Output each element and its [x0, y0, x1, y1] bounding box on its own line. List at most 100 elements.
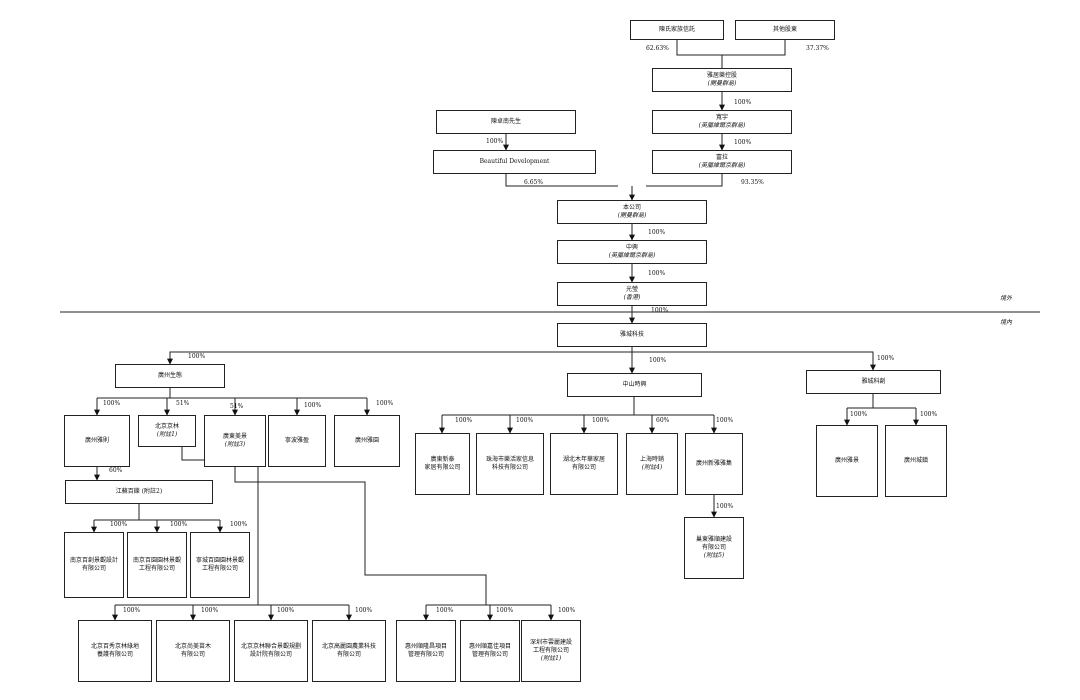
ownership-percentage: 100%: [592, 417, 610, 424]
entity-name: 有限公司: [701, 543, 726, 551]
entity-jurisdiction: (英屬維爾京群島): [698, 162, 746, 169]
entity-yacheng-holdings: 雅居樂控股(開曼群島): [652, 68, 792, 92]
ownership-percentage: 100%: [496, 607, 514, 614]
ownership-percentage: 100%: [716, 503, 734, 510]
entity-name: 管理有限公司: [471, 651, 508, 658]
entity-name: 廣東新泰: [430, 455, 455, 463]
entity-name: 其他股東: [772, 25, 797, 33]
region-label-onshore: 境內: [1000, 319, 1013, 326]
ownership-percentage: 100%: [734, 139, 752, 146]
entity-bj-jinglin-plan: 北京京林聯合景觀規劃設計院有限公司: [234, 620, 308, 682]
entity-yacheng-tech: 雅城科技: [557, 323, 707, 347]
entity-ningcheng-garden: 寧城百園園林景觀工程有限公司: [190, 532, 250, 598]
entity-ningbo: 寧波雅盈: [268, 415, 326, 467]
ownership-percentage: 93.35%: [741, 179, 764, 186]
ownership-percentage: 100%: [486, 138, 504, 145]
entity-huizhou-shunlong: 惠州順隆昌項目管理有限公司: [396, 620, 456, 682]
entity-name: 南京百園園林景觀: [132, 556, 181, 564]
ownership-percentage: 100%: [716, 417, 734, 424]
entity-nanjing-garden: 南京百園園林景觀工程有限公司: [127, 532, 187, 598]
entity-name: 廣州雅則: [84, 436, 109, 444]
entity-jurisdiction: (附註1): [156, 431, 178, 438]
entity-jurisdiction: (香港): [623, 294, 641, 301]
entity-name: 管理有限公司: [407, 651, 444, 658]
entity-name: 深圳市雲麗建設: [529, 638, 572, 646]
entity-name: 科技有限公司: [491, 464, 528, 471]
entity-name: 有限公司: [180, 651, 205, 658]
ownership-percentage: 51%: [176, 400, 190, 407]
ownership-percentage: 100%: [376, 400, 394, 407]
entity-name: 江蘇百鑠 (附註2): [115, 487, 163, 495]
entity-guangdong-mei: 廣東美景(附註3): [204, 415, 266, 467]
entity-guangzhou-yayuan: 廣州雅園: [334, 415, 400, 467]
ownership-percentage: 51%: [230, 403, 244, 410]
ownership-percentage: 100%: [734, 99, 752, 106]
ownership-percentage: 100%: [850, 411, 868, 418]
entity-yacheng-tech2: 雅城科創: [806, 370, 941, 394]
entity-name: 工程有限公司: [201, 565, 238, 572]
entity-name: 廣州生態: [157, 371, 182, 379]
entity-name: 北京京林聯合景觀規劃: [240, 642, 301, 650]
entity-jurisdiction: (附註5): [703, 552, 725, 560]
connector-mei-route: [234, 467, 487, 605]
entity-name: 中山時興: [622, 380, 647, 388]
entity-fuli: 富拉(英屬維爾京群島): [652, 150, 792, 174]
ownership-percentage: 100%: [110, 521, 128, 528]
connector-bd: [505, 174, 618, 187]
ownership-percentage: 100%: [920, 411, 938, 418]
entity-nanjing-design: 南京百創景觀設計有限公司: [64, 532, 124, 598]
entity-name: 養護有限公司: [96, 651, 133, 658]
entity-jurisdiction: (附註1): [540, 655, 562, 663]
entity-name: 惠州順嘉佳項目: [468, 642, 511, 650]
connector-other: [722, 40, 786, 56]
entity-name: 北京京林: [154, 422, 179, 430]
entity-guangyu: 寬宇(英屬維爾京群島): [652, 110, 792, 134]
entity-guangzhou-eco: 廣州生態: [115, 364, 225, 388]
ownership-percentage: 100%: [103, 400, 121, 407]
ownership-percentage: 100%: [455, 417, 473, 424]
entity-name: 設計院有限公司: [249, 651, 292, 658]
ownership-percentage: 60%: [109, 467, 123, 474]
ownership-percentage: 100%: [188, 353, 206, 360]
entity-zhongshan: 中山時興: [567, 373, 702, 397]
ownership-percentage: 100%: [201, 607, 219, 614]
ownership-percentage: 62.63%: [646, 45, 669, 52]
ownership-percentage: 6.65%: [524, 179, 544, 186]
ownership-percentage: 100%: [170, 521, 188, 528]
entity-name: 寧波雅盈: [284, 436, 309, 444]
entity-name: 南京百創景觀設計: [69, 556, 118, 564]
entity-bj-shangmei: 北京尚美苗木有限公司: [156, 620, 230, 682]
ownership-percentage: 100%: [355, 607, 373, 614]
entity-guangzhou-chengzhen: 廣州城鎮: [885, 425, 947, 497]
connector-js-bus: [94, 504, 140, 521]
ownership-percentage: 60%: [656, 417, 670, 424]
entity-name: Beautiful Development: [479, 157, 550, 165]
entity-hubei-home: 湖北木年華家居有限公司: [550, 433, 618, 495]
entity-jurisdiction: (附註3): [224, 441, 246, 448]
connector-t2-bus: [847, 394, 874, 409]
ownership-percentage: 100%: [877, 355, 895, 362]
entity-name: 惠州順隆昌項目: [404, 642, 447, 650]
entity-name: 寧城百園園林景觀: [195, 556, 244, 564]
ownership-percentage: 100%: [516, 417, 534, 424]
entity-name: 有限公司: [571, 464, 596, 471]
entity-bj-gaoli: 北京高麗園農業科技有限公司: [312, 620, 386, 682]
ownership-percentage: 100%: [436, 607, 454, 614]
ownership-percentage: 100%: [123, 607, 141, 614]
entity-company: 本公司(開曼群島): [557, 200, 707, 224]
connector-fuli: [646, 174, 723, 187]
entity-name: 廣州城鎮: [903, 456, 928, 464]
entity-shenzhen-yunxiu: 深圳市雲麗建設工程有限公司(附註1): [521, 620, 581, 682]
region-label-offshore: 境外: [1000, 295, 1013, 302]
entity-name: 雅城科技: [619, 330, 644, 338]
entity-name: 有限公司: [81, 565, 106, 572]
entity-name: 北京百秀京林綠地: [90, 642, 139, 650]
entity-zhuhai-home: 珠海市樂活家信息科技有限公司: [476, 433, 544, 495]
entity-name: 雅居樂控股: [706, 71, 737, 79]
entity-chaozhou: 巢東雅順建設有限公司(附註5): [684, 517, 744, 579]
entity-name: 雅城科創: [861, 377, 886, 385]
connector-trust: [676, 40, 723, 68]
entity-beijing-jinglin: 北京京林(附註1): [138, 415, 196, 447]
ownership-percentage: 37.37%: [806, 45, 829, 52]
